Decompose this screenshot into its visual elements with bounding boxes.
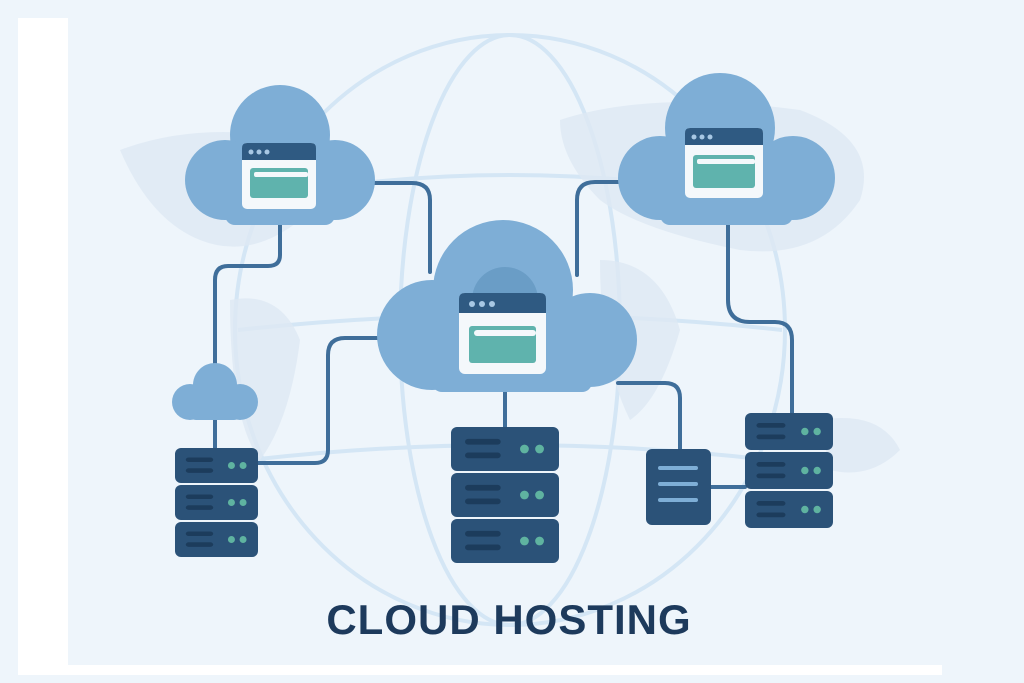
status-led bbox=[227, 536, 235, 543]
status-led bbox=[227, 499, 235, 506]
connectors bbox=[213, 180, 794, 489]
browser-window-icon bbox=[685, 128, 763, 198]
status-led bbox=[801, 466, 809, 475]
connector-cloud1-center bbox=[370, 181, 432, 274]
status-led bbox=[239, 462, 247, 469]
server-unit bbox=[175, 448, 258, 483]
bottom-white-strip bbox=[18, 665, 942, 675]
status-led bbox=[535, 536, 544, 546]
status-led bbox=[813, 427, 821, 436]
server-unit bbox=[451, 519, 559, 563]
status-led bbox=[239, 499, 247, 506]
status-led bbox=[239, 536, 247, 543]
small-cloud-icon bbox=[172, 363, 258, 420]
server-unit bbox=[175, 485, 258, 520]
connector-cloud1-smallcloud bbox=[213, 223, 282, 367]
server-unit bbox=[745, 452, 833, 489]
browser-window-icon bbox=[459, 293, 546, 374]
server-unit bbox=[451, 427, 559, 471]
status-led bbox=[520, 444, 529, 454]
left-white-panel bbox=[18, 18, 68, 670]
server-rack-icon bbox=[745, 413, 833, 528]
server-single-icon bbox=[646, 449, 711, 525]
status-led bbox=[520, 490, 529, 500]
server-unit bbox=[745, 413, 833, 450]
page-title: CLOUD HOSTING bbox=[326, 596, 692, 643]
status-led bbox=[813, 466, 821, 475]
status-led bbox=[227, 462, 235, 469]
server-unit bbox=[451, 473, 559, 517]
status-led bbox=[801, 505, 809, 514]
connector-cloud2-rightserver bbox=[726, 223, 794, 415]
status-led bbox=[535, 444, 544, 454]
status-led bbox=[520, 536, 529, 546]
server-unit bbox=[175, 522, 258, 557]
status-led bbox=[801, 427, 809, 436]
server-rack-icon bbox=[175, 448, 258, 557]
connector-center-cloud2 bbox=[575, 180, 624, 277]
browser-window-icon bbox=[242, 143, 316, 209]
connector-center-leftserver bbox=[256, 336, 382, 465]
connector-center-single bbox=[616, 381, 682, 451]
status-led bbox=[813, 505, 821, 514]
status-led bbox=[535, 490, 544, 500]
server-rack-icon bbox=[451, 427, 559, 563]
server-unit bbox=[745, 491, 833, 528]
